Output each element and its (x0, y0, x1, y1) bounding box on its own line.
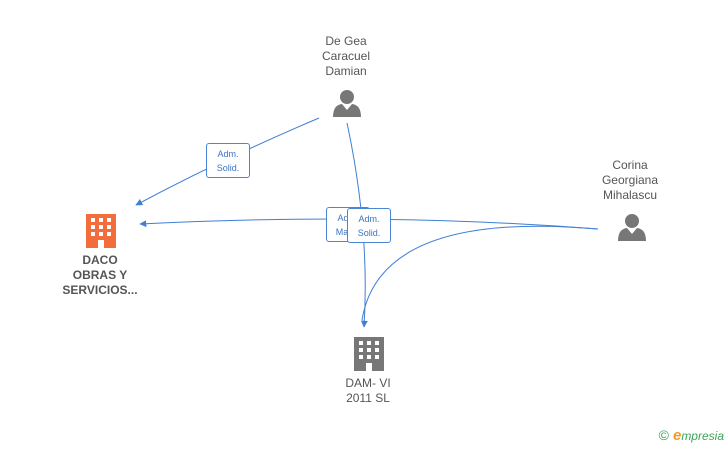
edge-tag-degea-daco: Adm. Solid. (206, 143, 250, 178)
edge-tag-line1: Adm. (217, 149, 239, 159)
node-label-daco[interactable]: DACO OBRAS Y SERVICIOS... (62, 253, 138, 297)
brand-initial: e (672, 427, 682, 444)
edge-corina-damvi (361, 225, 599, 321)
brand-logo: ©empresia (659, 427, 724, 444)
person-icon[interactable] (333, 90, 361, 117)
edge-tag-line1: Adm. (358, 214, 380, 224)
brand-name: mpresia (681, 429, 724, 443)
edge-tag-line2: Solid. (357, 228, 381, 238)
edge-tag-degea-damvi: Adm. Solid. (347, 208, 391, 243)
copyright-symbol: © (658, 427, 669, 443)
person-icon[interactable] (618, 214, 646, 241)
node-label-corina[interactable]: Corina Georgiana Mihalascu (601, 158, 659, 202)
node-label-damvi[interactable]: DAM- VI 2011 SL (345, 376, 391, 405)
building-icon[interactable] (86, 214, 116, 248)
node-label-degea[interactable]: De Gea Caracuel Damian (321, 34, 371, 78)
edge-tag-line2: Solid. (216, 163, 240, 173)
building-icon[interactable] (354, 337, 384, 371)
